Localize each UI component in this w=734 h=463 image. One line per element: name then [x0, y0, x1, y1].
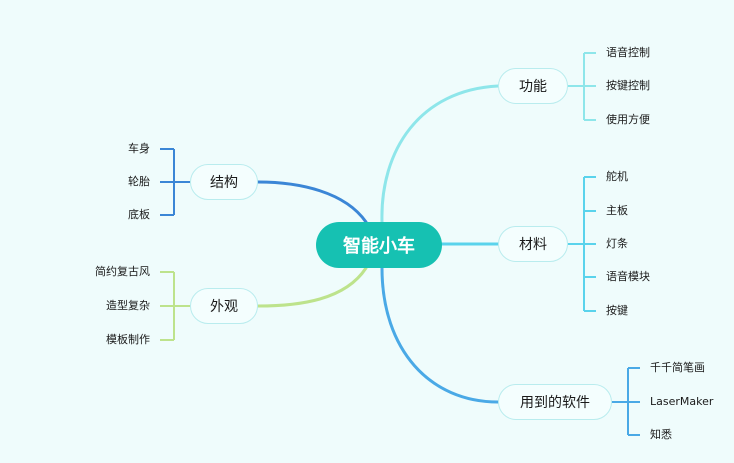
leaf-ruanjian-2[interactable]: LaserMaker — [650, 395, 714, 408]
leaf-ruanjian-3[interactable]: 知悉 — [650, 428, 672, 441]
leaf-cailiao-3[interactable]: 灯条 — [606, 237, 628, 250]
branch-node-jiegou[interactable]: 结构 — [190, 164, 258, 200]
branch-node-cailiao[interactable]: 材料 — [498, 226, 568, 262]
leaf-cailiao-2[interactable]: 主板 — [606, 204, 628, 217]
branch-node-waiguan[interactable]: 外观 — [190, 288, 258, 324]
leaf-jiegou-3[interactable]: 底板 — [128, 208, 150, 221]
leaf-jiegou-1[interactable]: 车身 — [128, 142, 150, 155]
branch-label: 结构 — [210, 175, 238, 191]
leaf-ruanjian-1[interactable]: 千千简笔画 — [650, 361, 705, 374]
leaf-waiguan-1[interactable]: 简约复古风 — [95, 265, 150, 278]
bracket-cailiao — [568, 176, 596, 312]
connector-root-jiegou — [256, 180, 368, 224]
connector-root-gongneng — [380, 84, 500, 224]
leaf-gongneng-3[interactable]: 使用方便 — [606, 113, 650, 126]
leaf-jiegou-2[interactable]: 轮胎 — [128, 175, 150, 188]
leaf-gongneng-2[interactable]: 按键控制 — [606, 79, 650, 92]
leaf-gongneng-1[interactable]: 语音控制 — [606, 46, 650, 59]
bracket-waiguan — [160, 271, 190, 341]
bracket-gongneng — [568, 52, 596, 121]
bracket-ruanjian — [612, 367, 640, 436]
leaf-waiguan-2[interactable]: 造型复杂 — [106, 299, 150, 312]
bracket-jiegou — [160, 148, 190, 216]
root-node[interactable]: 智能小车 — [316, 222, 442, 268]
leaf-cailiao-4[interactable]: 语音模块 — [606, 270, 650, 283]
connector-root-waiguan — [256, 266, 368, 308]
branch-node-gongneng[interactable]: 功能 — [498, 68, 568, 104]
leaf-waiguan-3[interactable]: 模板制作 — [106, 333, 150, 346]
branch-label: 外观 — [210, 299, 238, 315]
connector-root-ruanjian — [380, 266, 500, 404]
branch-label: 功能 — [519, 79, 547, 95]
leaf-cailiao-5[interactable]: 按键 — [606, 304, 628, 317]
branch-label: 用到的软件 — [520, 395, 590, 411]
branch-label: 材料 — [519, 237, 547, 253]
branch-node-ruanjian[interactable]: 用到的软件 — [498, 384, 612, 420]
leaf-cailiao-1[interactable]: 舵机 — [606, 170, 628, 183]
